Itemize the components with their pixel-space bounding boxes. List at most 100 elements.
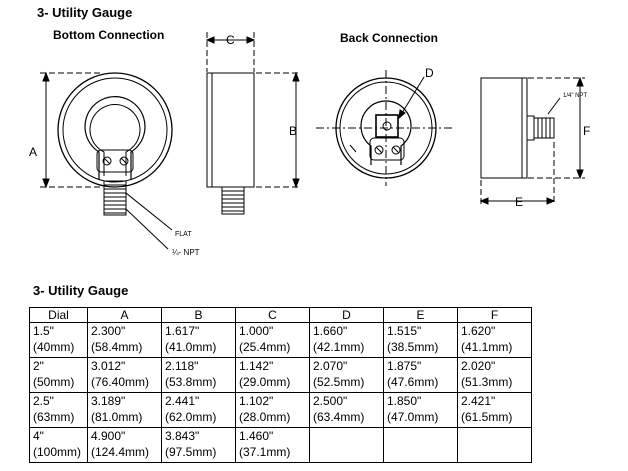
cell-line: 1.460" — [239, 429, 274, 443]
cell-line: 2.500" — [313, 394, 348, 408]
cell-line: 3.843" — [165, 429, 200, 443]
col-header-e: E — [383, 307, 458, 323]
cell-line: (63mm) — [33, 410, 75, 424]
back-connection-label: Back Connection — [340, 31, 439, 45]
cell-line: 1.000" — [239, 324, 274, 338]
table-cell: 3.843" (97.5mm) — [161, 427, 236, 463]
table-cell: 1.850" (47.0mm) — [383, 392, 458, 428]
cell-line: (29.0mm) — [239, 375, 291, 389]
table-cell: 2.300" (58.4mm) — [87, 322, 162, 358]
cell-line: (58.4mm) — [91, 340, 143, 354]
cell-line: 1.5" — [33, 324, 54, 338]
cell-line: 1.620" — [461, 324, 496, 338]
cell-line: (62.0mm) — [165, 410, 217, 424]
cell-line: 2.118" — [165, 359, 199, 373]
table-cell: 1.102" (28.0mm) — [235, 392, 310, 428]
cell-line: 2.300" — [91, 324, 126, 338]
table-cell: 2.118" (53.8mm) — [161, 357, 236, 393]
table-cell: 1.617" (41.0mm) — [161, 322, 236, 358]
table-cell: 2.500" (63.4mm) — [309, 392, 384, 428]
npt-label-bottom: ¼- NPT — [172, 248, 200, 257]
table-cell: 4.900" (124.4mm) — [87, 427, 162, 463]
page-title: 3- Utility Gauge — [37, 5, 133, 20]
table-row: 2.5"(63mm)3.189"(81.0mm)2.441"(62.0mm)1.… — [29, 392, 532, 428]
cell-line: 1.617" — [165, 324, 200, 338]
cell-line: 2" — [33, 359, 44, 373]
table-row: 2"(50mm)3.012" (76.40mm) 2.118" (53.8mm) 1.1… — [29, 357, 532, 393]
table-cell — [457, 427, 532, 463]
cell-line: 1.142" — [239, 359, 274, 373]
cell-line: 1.660" — [313, 324, 348, 338]
cell-line: (53.8mm) — [165, 375, 217, 389]
cell-line: (38.5mm) — [387, 340, 439, 354]
dim-label-f: F — [583, 124, 590, 138]
dimensions-table: Dial A B C D E F 1.5" (40mm) 2.300" (58.4mm… — [29, 307, 532, 463]
table-cell: 2.070" (52.5mm) — [309, 357, 384, 393]
cell-line: 2.070" — [313, 359, 348, 373]
cell-line: 2.5" — [33, 394, 54, 408]
col-header-b: B — [161, 307, 236, 323]
col-header-d: D — [309, 307, 384, 323]
cell-line: (28.0mm) — [239, 410, 291, 424]
cell-line: (61.5mm) — [461, 410, 513, 424]
cell-line: (76.40mm) — [91, 375, 150, 389]
cell-line: (100mm) — [33, 445, 82, 459]
cell-line: (51.3mm) — [461, 375, 513, 389]
cell-line: (25.4mm) — [239, 340, 291, 354]
table-cell: 2.020" (51.3mm) — [457, 357, 532, 393]
table-cell: 1.5" (40mm) — [29, 322, 88, 358]
cell-line: 1.875" — [387, 359, 422, 373]
table-cell: 4" (100mm) — [29, 427, 88, 463]
col-header-dial: Dial — [29, 307, 88, 323]
table-cell: 2.421" (61.5mm) — [457, 392, 532, 428]
col-header-c: C — [235, 307, 310, 323]
cell-line: (41.1mm) — [461, 340, 513, 354]
dim-label-e: E — [515, 195, 523, 209]
table-row: 1.5"(40mm)2.300"(58.4mm)1.617"(41.0mm)1.… — [29, 322, 532, 358]
table-cell: 2.5" (63mm) — [29, 392, 88, 428]
table-cell: 1.460" (37.1mm) — [235, 427, 310, 463]
cell-line: 1.850" — [387, 394, 422, 408]
table-cell — [309, 427, 384, 463]
cell-line: 4.900" — [91, 429, 126, 443]
cell-line: 1.515" — [387, 324, 422, 338]
cell-line: 3.012" — [91, 359, 126, 373]
table-cell: 1.000" (25.4mm) — [235, 322, 310, 358]
cell-line: (42.1mm) — [313, 340, 365, 354]
table-cell: 1.875" (47.6mm) — [383, 357, 458, 393]
table-cell: 3.189" (81.0mm) — [87, 392, 162, 428]
bottom-connection-side-view — [205, 32, 300, 215]
cell-line: 2.020" — [461, 359, 496, 373]
cell-line: (47.0mm) — [387, 410, 439, 424]
table-header-row: Dial A B C D E F — [29, 307, 532, 323]
table-cell: 1.660" (42.1mm) — [309, 322, 384, 358]
table-cell: 2.441"(62.0mm) — [161, 392, 236, 428]
dim-label-a: A — [29, 145, 37, 159]
table-cell: 2"(50mm) — [29, 357, 88, 393]
table-title: 3- Utility Gauge — [33, 283, 129, 298]
cell-line: 2.421" — [461, 394, 496, 408]
cell-line: (37.1mm) — [239, 445, 291, 459]
cell-line: (124.4mm) — [91, 445, 150, 459]
cell-line: (41.0mm) — [165, 340, 217, 354]
gauge-dimension-drawing: A C B D E F FLAT ¼- NPT 1/4" NPT — [29, 32, 590, 257]
table-cell — [383, 427, 458, 463]
cell-line: (97.5mm) — [165, 445, 217, 459]
cell-line: (52.5mm) — [313, 375, 365, 389]
flat-label: FLAT — [175, 231, 192, 238]
col-header-f: F — [457, 307, 532, 323]
cell-line: 3.189" — [91, 394, 126, 408]
table-cell: 1.515" (38.5mm) — [383, 322, 458, 358]
cell-line: 4" — [33, 429, 44, 443]
dim-label-b: B — [289, 124, 297, 138]
cell-line: (81.0mm) — [91, 410, 143, 424]
cell-line: (40mm) — [33, 340, 75, 354]
cell-line: 1.102" — [239, 394, 274, 408]
cell-line: (63.4mm) — [313, 410, 365, 424]
bottom-connection-front-view — [40, 71, 173, 250]
npt-label-back: 1/4" NPT — [563, 93, 587, 99]
dim-label-d: D — [425, 66, 434, 80]
table-cell: 1.142" (29.0mm) — [235, 357, 310, 393]
cell-line: (47.6mm) — [387, 375, 439, 389]
back-connection-side-view — [479, 76, 585, 205]
